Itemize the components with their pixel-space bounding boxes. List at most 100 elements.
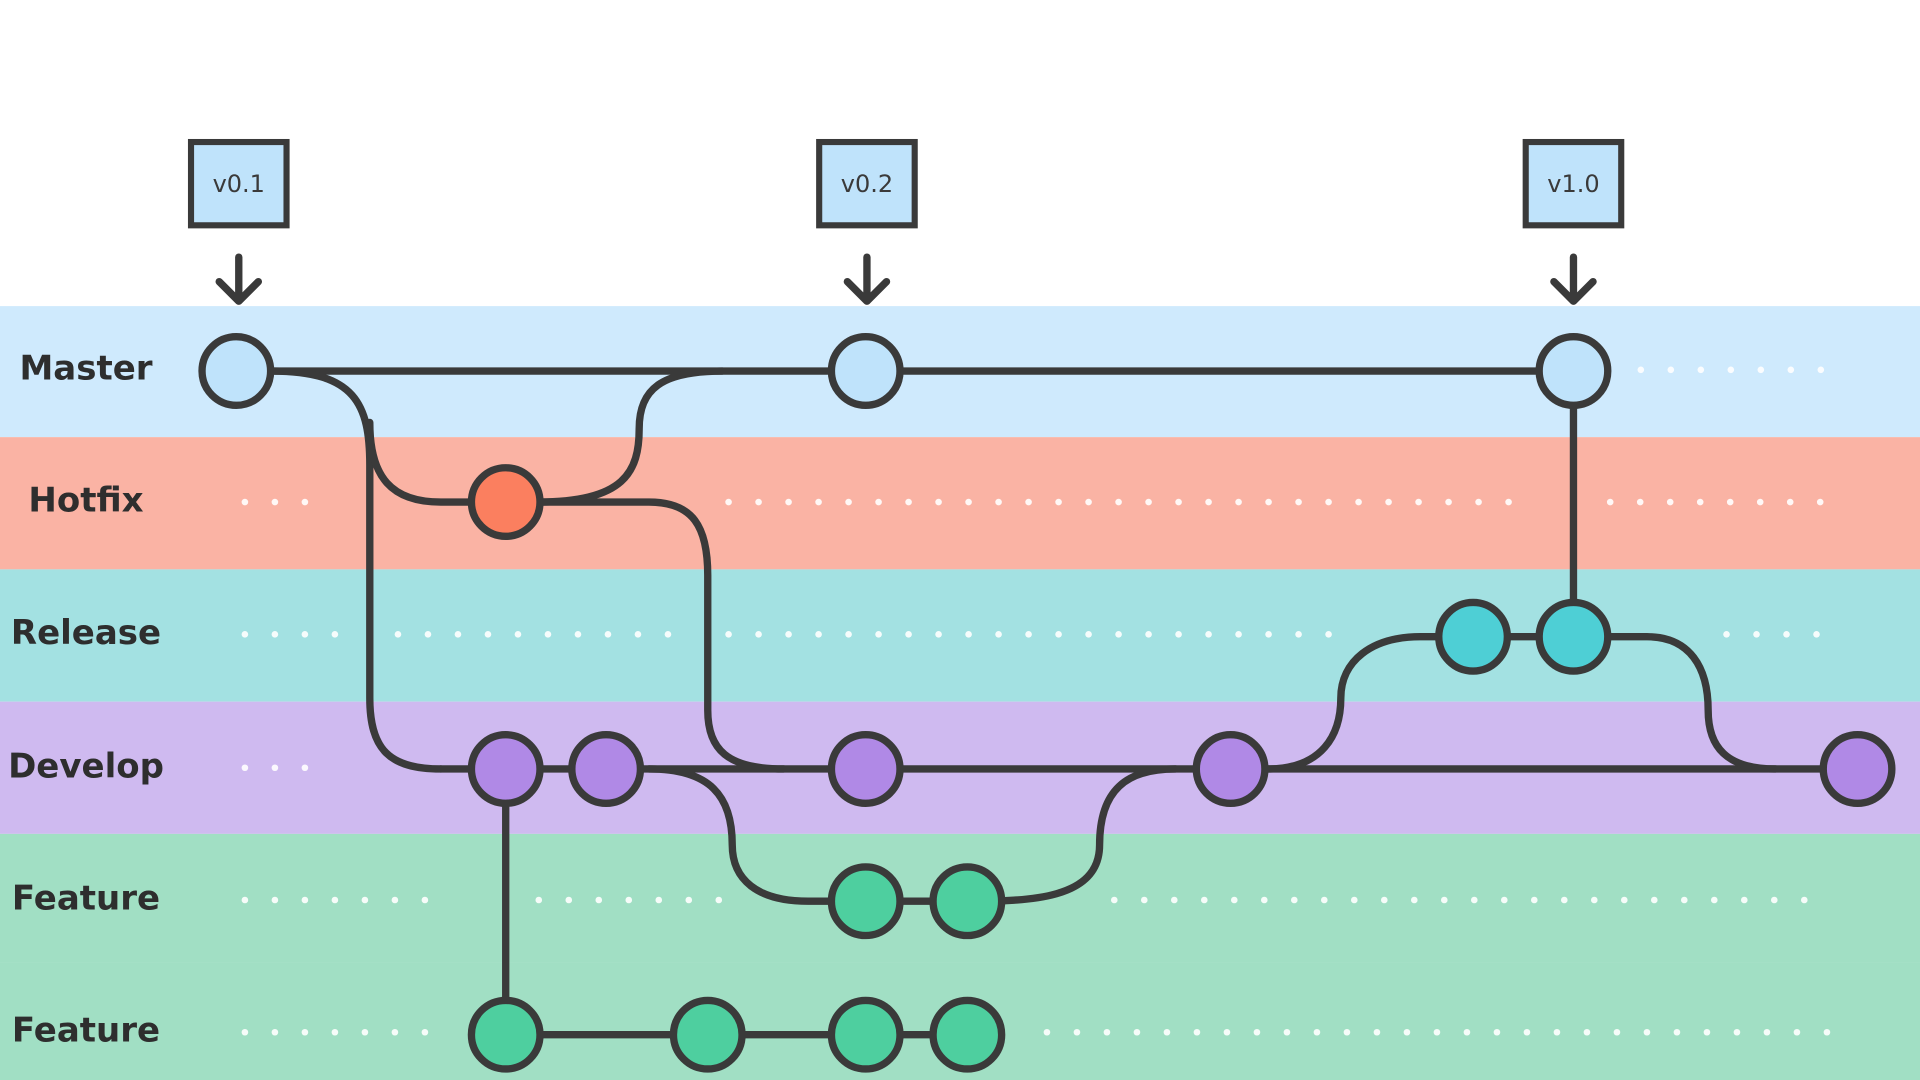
guide-dot — [565, 896, 573, 904]
guide-dot — [1415, 498, 1422, 506]
guide-dot — [1025, 630, 1032, 638]
guide-dot — [1583, 1028, 1591, 1036]
guide-dot — [1643, 1028, 1651, 1036]
guide-dot — [1085, 498, 1092, 506]
guide-dot — [484, 630, 492, 638]
guide-dot — [454, 630, 462, 638]
guide-dot — [1320, 896, 1328, 904]
guide-dot — [785, 498, 792, 506]
guide-dot — [1786, 498, 1794, 506]
dots-layer — [241, 366, 1831, 1036]
guide-dot — [241, 1028, 249, 1036]
guide-dot — [1373, 1028, 1381, 1036]
guide-dot — [1666, 498, 1674, 506]
guide-dot — [421, 896, 429, 904]
guide-dot — [544, 630, 552, 638]
branch-line — [1569, 633, 1780, 773]
guide-dot — [1163, 1028, 1171, 1036]
commit-node-develop — [568, 731, 645, 807]
guide-dot — [1043, 1028, 1051, 1036]
guide-dot — [241, 764, 249, 772]
commit-node-feature — [929, 863, 1006, 940]
guide-dot — [1230, 896, 1238, 904]
guide-dot — [935, 630, 942, 638]
guide-dot — [535, 896, 543, 904]
guide-dot — [301, 630, 309, 638]
commit-node-develop — [467, 731, 544, 807]
guide-dot — [361, 896, 369, 904]
guide-dot — [815, 498, 822, 506]
guide-dot — [361, 1028, 369, 1036]
guide-dot — [1325, 630, 1332, 638]
guide-dot — [604, 630, 612, 638]
lane-label-feature1: Feature — [12, 879, 160, 919]
guide-dot — [1205, 630, 1212, 638]
version-tag-label: v0.2 — [841, 170, 893, 198]
guide-dot — [1055, 498, 1062, 506]
guide-dot — [1385, 498, 1392, 506]
guide-dot — [1753, 630, 1760, 638]
guide-dot — [1505, 498, 1512, 506]
guide-dot — [1313, 1028, 1321, 1036]
guide-dot — [1530, 896, 1538, 904]
guide-dot — [1650, 896, 1658, 904]
branch-line — [268, 367, 445, 773]
guide-dot — [241, 630, 249, 638]
guide-dot — [1757, 366, 1765, 374]
guide-dot — [1290, 896, 1298, 904]
guide-dot — [1223, 1028, 1231, 1036]
guide-dot — [331, 896, 339, 904]
guide-dot — [241, 498, 249, 506]
guide-dot — [1140, 896, 1148, 904]
guide-dot — [1475, 498, 1482, 506]
guide-dot — [1606, 498, 1614, 506]
guide-dot — [685, 896, 693, 904]
guide-dot — [965, 498, 972, 506]
guide-dot — [271, 1028, 279, 1036]
guide-dot — [1783, 630, 1790, 638]
commit-node-hotfix — [467, 464, 544, 541]
guide-dot — [1175, 630, 1182, 638]
guide-dot — [715, 896, 723, 904]
guide-dot — [725, 498, 732, 506]
guide-dot — [271, 630, 279, 638]
guide-dot — [331, 630, 339, 638]
guide-dot — [845, 498, 852, 506]
version-tag-label: v1.0 — [1547, 170, 1599, 198]
guide-dot — [1433, 1028, 1441, 1036]
commit-node-develop — [827, 731, 904, 807]
guide-dot — [1145, 630, 1152, 638]
guide-dot — [1145, 498, 1152, 506]
branch-line — [1263, 633, 1578, 773]
guide-dot — [424, 630, 432, 638]
guide-dot — [1697, 366, 1705, 374]
guide-dot — [241, 896, 249, 904]
guide-dot — [755, 630, 762, 638]
tags-layer: v0.1 v0.2 v1.0 — [187, 138, 1625, 305]
version-tag-box — [1522, 138, 1625, 229]
guide-dot — [1696, 498, 1704, 506]
guide-dot — [1523, 1028, 1531, 1036]
commit-node-release — [1535, 598, 1612, 675]
version-tag-label: v0.1 — [213, 170, 265, 198]
commit-node-feature — [467, 996, 544, 1073]
branch-line — [366, 418, 510, 506]
guide-dot — [271, 498, 279, 506]
guide-dot — [1637, 366, 1645, 374]
guide-dot — [815, 630, 822, 638]
guide-dot — [1613, 1028, 1621, 1036]
lane-label-develop: Develop — [8, 746, 164, 786]
guide-dot — [391, 1028, 399, 1036]
guide-dot — [1343, 1028, 1351, 1036]
guide-dot — [301, 1028, 309, 1036]
guide-dot — [301, 498, 309, 506]
guide-dot — [1295, 630, 1302, 638]
guide-dot — [1470, 896, 1478, 904]
guide-dot — [1493, 1028, 1501, 1036]
guide-dot — [1265, 498, 1272, 506]
guide-dot — [1703, 1028, 1711, 1036]
commits-layer — [198, 333, 1896, 1073]
guide-dot — [1200, 896, 1208, 904]
